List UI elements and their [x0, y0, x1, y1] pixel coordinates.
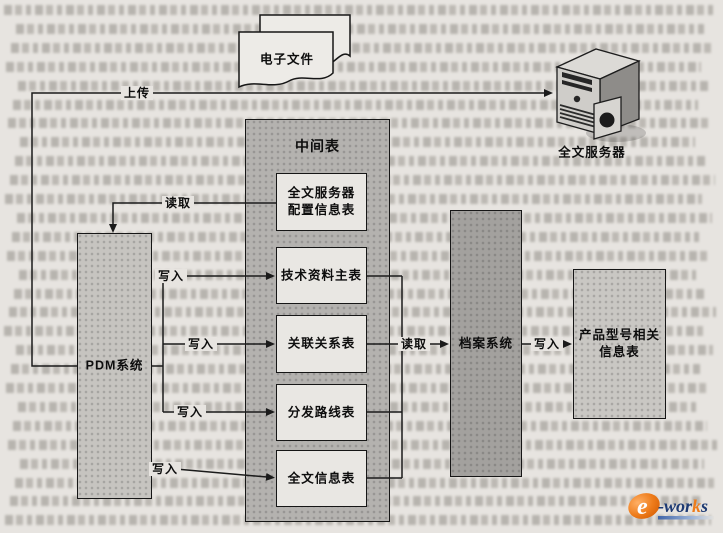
edge-label-write-3: 写入: [173, 405, 207, 419]
table-label: 技术资料主表: [280, 268, 362, 282]
ghost-text-line: [4, 5, 717, 15]
table-label: 分发路线表: [287, 405, 356, 419]
table-label: 全文信息表: [287, 471, 356, 485]
table-label: 全文服务器 配置信息表: [287, 186, 356, 217]
table-association-relation: 关联关系表: [276, 315, 367, 373]
product-info-table-label: 产品型号相关 信息表: [578, 328, 660, 359]
server-icon: [555, 48, 646, 142]
electronic-file-label: 电子文件: [259, 52, 315, 67]
archive-system-label: 档案系统: [458, 336, 513, 350]
edge-label-write-product: 写入: [530, 337, 564, 351]
table-fulltext-info: 全文信息表: [276, 450, 367, 507]
pdm-system-label: PDM系统: [85, 358, 144, 373]
archive-system-box: 档案系统: [450, 210, 522, 477]
ghost-text-line: [13, 99, 698, 110]
edge-label-upload: 上传: [120, 86, 154, 100]
eworks-logo-swoosh: [628, 493, 660, 519]
eworks-logo: e -works: [628, 493, 714, 520]
edge-label-write-2: 写入: [184, 337, 218, 351]
ghost-text-line: [6, 61, 701, 72]
table-distribution-route: 分发路线表: [276, 384, 367, 441]
fulltext-server-label: 全文服务器: [558, 145, 626, 160]
edge-label-read-archive: 读取: [397, 337, 431, 351]
product-info-table-box: 产品型号相关 信息表: [573, 269, 666, 419]
edge-label-write-1: 写入: [154, 269, 188, 283]
table-fulltext-server-config: 全文服务器 配置信息表: [276, 173, 367, 231]
edge-label-read-config: 读取: [161, 196, 195, 210]
eworks-logo-underline: [658, 516, 714, 520]
ghost-text-line: [11, 42, 714, 53]
ghost-text-line: [16, 23, 704, 34]
table-label: 关联关系表: [287, 336, 356, 351]
eworks-logo-text: -works: [658, 496, 708, 516]
middle-table-title: 中间表: [295, 138, 340, 154]
pdm-system-box: PDM系统: [77, 233, 152, 499]
eworks-logo-e: e: [637, 494, 648, 520]
edge-label-write-4: 写入: [148, 462, 182, 476]
table-tech-data-main: 技术资料主表: [276, 247, 367, 304]
